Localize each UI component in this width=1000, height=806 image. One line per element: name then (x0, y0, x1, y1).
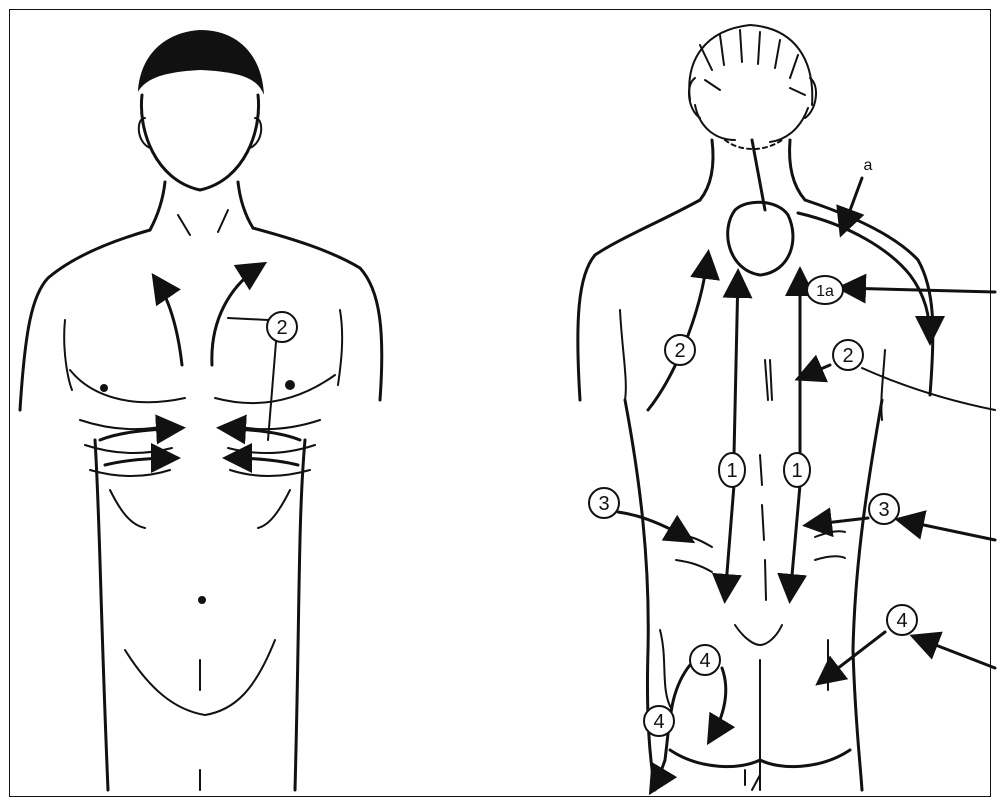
front-hair (138, 30, 264, 95)
svg-text:4: 4 (896, 610, 907, 632)
svg-text:1: 1 (791, 460, 802, 482)
back-label-1-left: 1 (719, 453, 745, 487)
back-label-1a: 1a (807, 276, 843, 304)
svg-text:3: 3 (598, 493, 609, 515)
svg-text:4: 4 (653, 711, 664, 733)
back-label-2-left: 2 (665, 335, 695, 365)
back-torso-figure (578, 25, 995, 790)
back-label-4-center: 4 (690, 645, 720, 675)
back-label-2-right: 2 (833, 340, 863, 370)
svg-text:3: 3 (878, 499, 889, 521)
front-torso-figure (20, 30, 382, 790)
back-label-a: a (864, 157, 873, 174)
back-label-4-right: 4 (887, 605, 917, 635)
back-label-4-left: 4 (644, 706, 674, 736)
svg-text:2: 2 (842, 345, 853, 367)
svg-text:a: a (864, 157, 873, 174)
svg-text:2: 2 (276, 317, 287, 339)
svg-text:1: 1 (726, 460, 737, 482)
back-label-1-right: 1 (784, 453, 810, 487)
svg-text:4: 4 (699, 650, 710, 672)
back-label-3-right: 3 (869, 494, 899, 524)
svg-text:1a: 1a (816, 283, 834, 300)
svg-text:2: 2 (674, 340, 685, 362)
back-label-3-left: 3 (589, 488, 619, 518)
front-label-2: 2 (267, 312, 297, 342)
